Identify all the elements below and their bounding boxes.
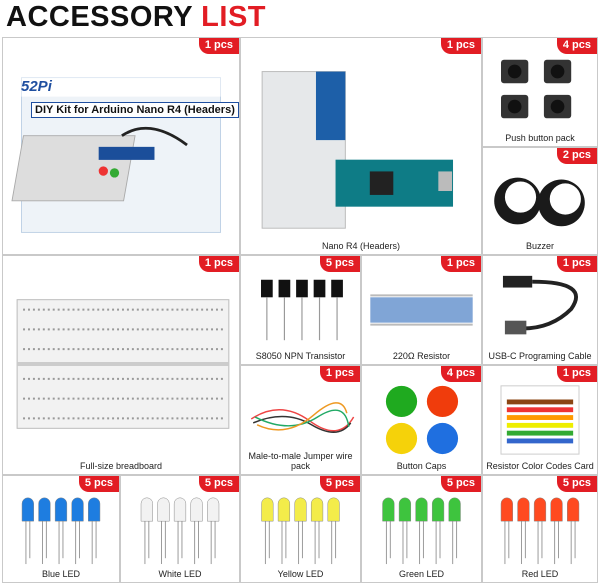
buzzer-cell: 2 pcs Buzzer [482,147,598,255]
qty-badge: 5 pcs [440,476,481,492]
led-icon [261,497,274,565]
qty-badge: 1 pcs [440,256,481,272]
qty-badge: 1 pcs [556,366,597,382]
led-icon [173,497,187,565]
led-icon [448,497,461,565]
buzzer-image [483,162,597,238]
button-caps-cell: 4 pcs Button Caps [361,365,482,475]
green-led-image [362,490,481,566]
qty-badge: 1 pcs [198,38,239,54]
white-led-image [121,490,239,566]
led-icon [207,497,220,565]
qty-badge: 1 pcs [556,256,597,272]
led-icon [398,497,412,565]
led-icon [71,497,84,565]
led-icon [415,497,428,565]
item-label: Nano R4 (Headers) [321,241,401,251]
led-icon [157,497,170,565]
qty-badge: 5 pcs [319,476,360,492]
item-label: Full-size breadboard [79,461,163,471]
item-label: Buzzer [525,241,554,251]
qty-badge: 4 pcs [556,38,597,54]
nano-r4-image [241,52,481,238]
white-led-cell: 5 pcs White LED [120,475,240,583]
kit-logo: 52Pi [21,78,52,95]
item-label: White LED [158,569,202,579]
item-label: Red LED [521,569,559,579]
item-label: Resistor Color Codes Card [486,461,594,471]
resistor-cell: 1 pcs 220Ω Resistor [361,255,482,365]
kit-box-title: DIY Kit for Arduino Nano R4 (Headers) [31,102,239,118]
yellow-led-image [241,490,360,566]
qty-badge: 5 pcs [78,476,119,492]
item-label: Button Caps [396,461,447,471]
led-icon [38,497,51,565]
item-label: Push button pack [505,133,575,143]
red-led-cell: 5 pcs Red LED [482,475,598,583]
led-icon [550,497,563,565]
blue-led-cell: 5 pcs Blue LED [2,475,120,583]
push-button-image [483,52,597,130]
led-icon [500,497,513,565]
resistor-card-image [483,380,597,458]
led-icon [533,497,547,565]
led-icon [140,497,153,565]
led-icon [277,497,291,565]
qty-badge: 5 pcs [319,256,360,272]
led-icon [190,497,203,565]
led-icon [382,497,395,565]
transistor-image [241,270,360,348]
nano-r4-cell: 1 pcs Nano R4 (Headers) [240,37,482,255]
qty-badge: 2 pcs [556,148,597,164]
resistor-image [362,270,481,348]
breadboard-cell: 1 pcs Full-size breadboard [2,255,240,475]
usb-cable-image [483,270,597,348]
jumper-wire-image [241,380,360,458]
item-label: Blue LED [41,569,81,579]
led-icon [54,497,68,565]
item-label: USB-C Programing Cable [488,351,592,361]
usb-cable-cell: 1 pcs USB-C Programing Cable [482,255,598,365]
led-icon [431,497,445,565]
kit-box-cell: 1 pcs 52Pi DIY Kit for Arduino Nano R4 (… [2,37,240,255]
red-led-image [483,490,597,566]
led-icon [567,497,580,565]
led-icon [517,497,530,565]
led-icon [21,497,34,565]
qty-badge: 5 pcs [556,476,597,492]
green-led-cell: 5 pcs Green LED [361,475,482,583]
qty-badge: 1 pcs [319,366,360,382]
item-label: Male-to-male Jumper wire pack [248,451,353,471]
jumper-wire-cell: 1 pcs Male-to-male Jumper wire pack [240,365,361,475]
transistor-cell: 5 pcs S8050 NPN Transistor [240,255,361,365]
led-icon [310,497,324,565]
item-label: Green LED [398,569,445,579]
breadboard-image [3,270,239,458]
page-title: ACCESSORY LIST [6,1,267,33]
qty-badge: 4 pcs [440,366,481,382]
resistor-card-cell: 1 pcs Resistor Color Codes Card [482,365,598,475]
qty-badge: 5 pcs [198,476,239,492]
qty-badge: 1 pcs [198,256,239,272]
item-label: 220Ω Resistor [392,351,451,361]
push-button-cell: 4 pcs Push button pack [482,37,598,147]
yellow-led-cell: 5 pcs Yellow LED [240,475,361,583]
led-icon [327,497,340,565]
led-icon [88,497,101,565]
led-icon [294,497,307,565]
qty-badge: 1 pcs [440,38,481,54]
item-label: S8050 NPN Transistor [255,351,346,361]
item-label: Yellow LED [277,569,324,579]
button-caps-image [362,380,481,458]
blue-led-image [3,490,119,566]
